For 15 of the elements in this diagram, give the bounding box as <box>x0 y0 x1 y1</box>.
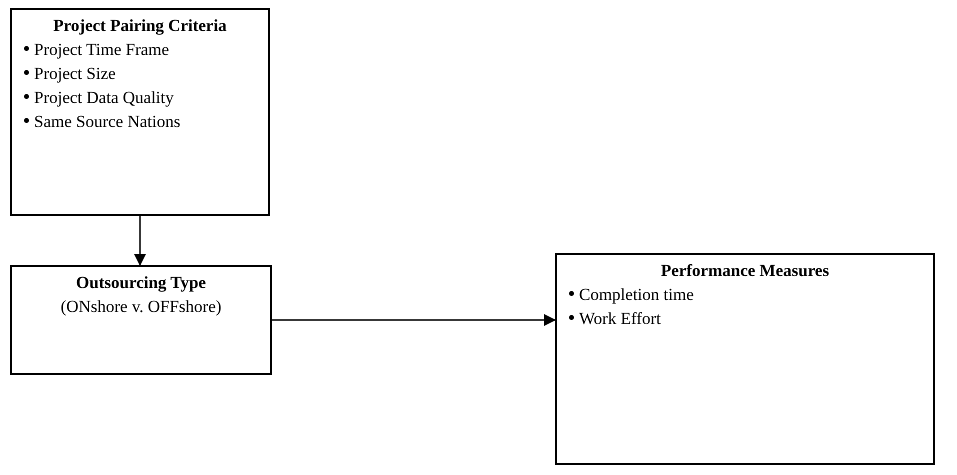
bullet-item: Completion time <box>579 284 694 306</box>
arrow <box>272 314 556 326</box>
bullet-item: Project Time Frame <box>34 39 170 61</box>
box-heading: Project Pairing Criteria <box>52 15 228 37</box>
bullet-item: Project Size <box>34 63 116 85</box>
process-box <box>555 253 935 465</box>
bullet-item: Work Effort <box>579 308 661 330</box>
arrow <box>134 216 146 266</box>
bullet-item: Project Data Quality <box>34 87 174 109</box>
box-heading: Outsourcing Type <box>75 272 207 294</box>
box-heading: Performance Measures <box>660 260 830 282</box>
process-box <box>10 265 272 375</box>
bullet-item: Same Source Nations <box>34 111 180 133</box>
process-box <box>10 8 270 216</box>
box-subtitle: (ONshore v. OFFshore) <box>60 296 222 318</box>
